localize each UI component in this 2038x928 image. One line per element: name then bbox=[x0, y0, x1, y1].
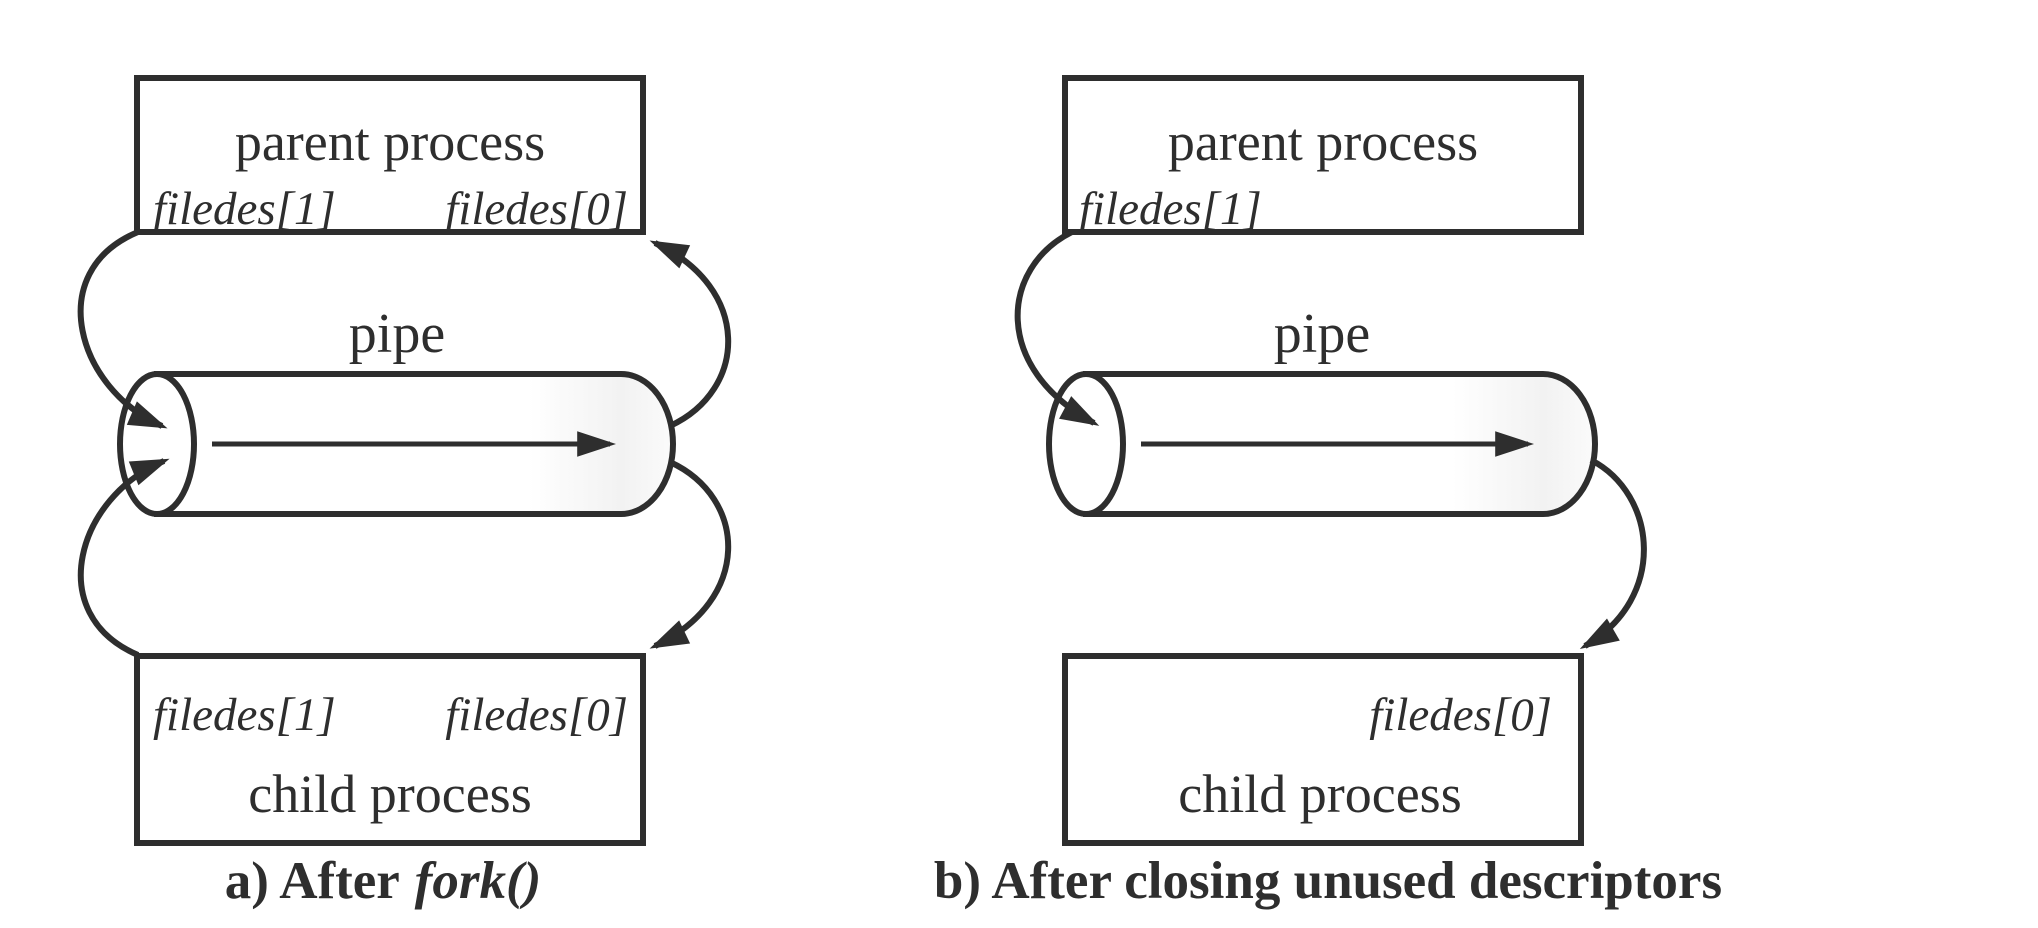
pipe-label: pipe bbox=[349, 303, 445, 365]
arrow-child-filedes1-to-pipe bbox=[78, 458, 170, 658]
caption-a-prefix: a) After bbox=[225, 852, 400, 910]
parent-process-box-b bbox=[1062, 75, 1584, 235]
parent-process-label: parent process bbox=[235, 112, 545, 172]
parent-process-box bbox=[134, 75, 646, 235]
child-filedes1-label: filedes[1] bbox=[153, 689, 336, 741]
child-process-label-b: child process bbox=[1178, 764, 1461, 824]
child-filedes0-label-b: filedes[0] bbox=[1369, 689, 1552, 741]
arrow-parent-filedes1-to-pipe-b bbox=[1014, 229, 1100, 426]
caption-a-fork: fork() bbox=[415, 852, 542, 910]
pipe-cylinder-opening-b bbox=[1046, 371, 1126, 517]
child-process-label: child process bbox=[248, 764, 531, 824]
caption-a: a) After fork() bbox=[225, 852, 542, 910]
diagram-a: parent process filedes[1] filedes[0] pip… bbox=[77, 75, 732, 910]
diagram-b: parent process filedes[1] pipe filedes[0… bbox=[934, 75, 1722, 910]
parent-filedes1-label-b: filedes[1] bbox=[1079, 183, 1262, 235]
parent-filedes0-label: filedes[0] bbox=[445, 183, 628, 235]
child-process-box bbox=[134, 653, 646, 846]
arrow-parent-filedes1-to-pipe bbox=[77, 229, 168, 429]
parent-process-label-b: parent process bbox=[1168, 112, 1478, 172]
arrow-pipe-to-parent-filedes0 bbox=[649, 240, 732, 429]
child-filedes0-label: filedes[0] bbox=[445, 689, 628, 741]
arrow-pipe-to-child-filedes0-b bbox=[1579, 457, 1647, 650]
pipe-cylinder bbox=[117, 371, 676, 517]
caption-b: b) After closing unused descriptors bbox=[934, 852, 1722, 910]
child-process-box-b bbox=[1062, 653, 1584, 846]
arrow-pipe-to-child-filedes0 bbox=[649, 459, 732, 649]
pipe-label-b: pipe bbox=[1274, 303, 1370, 365]
pipe-cylinder-b bbox=[1046, 371, 1598, 517]
pipe-cylinder-opening bbox=[117, 371, 197, 517]
parent-filedes1-label: filedes[1] bbox=[153, 183, 336, 235]
